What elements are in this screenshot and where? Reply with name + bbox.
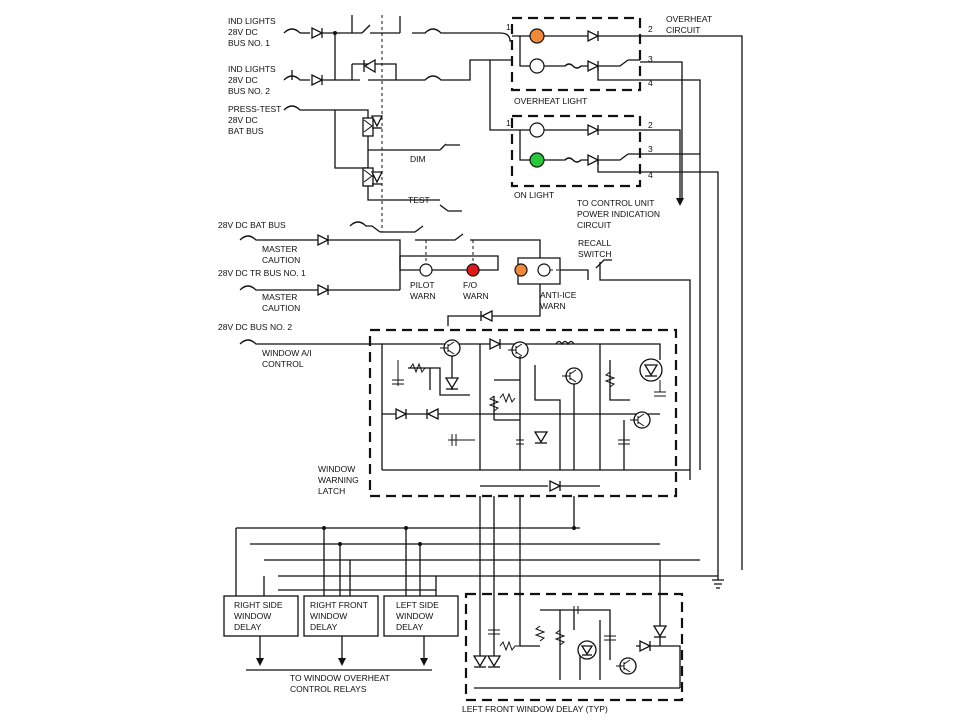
svg-text:SWITCH: SWITCH xyxy=(578,249,612,259)
on-lamp-white-icon xyxy=(529,122,545,138)
svg-text:CIRCUIT: CIRCUIT xyxy=(577,220,611,230)
svg-text:WINDOW: WINDOW xyxy=(310,611,347,621)
to-window-overheat-label: TO WINDOW OVERHEAT CONTROL RELAYS xyxy=(290,673,390,694)
svg-text:WARN: WARN xyxy=(410,291,436,301)
svg-text:4: 4 xyxy=(648,170,653,180)
svg-text:28V DC: 28V DC xyxy=(228,115,258,125)
press-test-label: PRESS-TEST 28V DC BAT BUS xyxy=(228,104,281,136)
bus1-feed xyxy=(283,15,512,80)
overheat-lamp-orange-icon xyxy=(529,28,545,44)
svg-text:PRESS-TEST: PRESS-TEST xyxy=(228,104,281,114)
svg-text:MASTER: MASTER xyxy=(262,292,297,302)
svg-text:TO WINDOW OVERHEAT: TO WINDOW OVERHEAT xyxy=(290,673,390,683)
svg-text:4: 4 xyxy=(648,78,653,88)
bus-no2-label: 28V DC BUS NO. 2 xyxy=(218,322,292,332)
svg-text:DELAY: DELAY xyxy=(310,622,338,632)
svg-text:BUS NO. 2: BUS NO. 2 xyxy=(228,86,270,96)
svg-text:2: 2 xyxy=(648,120,653,130)
control-unit-label: TO CONTROL UNIT POWER INDICATION CIRCUIT xyxy=(577,198,660,230)
svg-text:TO CONTROL UNIT: TO CONTROL UNIT xyxy=(577,198,654,208)
svg-text:CAUTION: CAUTION xyxy=(262,303,300,313)
tr-bus-label: 28V DC TR BUS NO. 1 xyxy=(218,268,306,278)
svg-text:IND LIGHTS: IND LIGHTS xyxy=(228,16,276,26)
svg-text:RECALL: RECALL xyxy=(578,238,611,248)
anti-ice-lamp-white-icon xyxy=(537,263,551,277)
svg-text:WARN: WARN xyxy=(463,291,489,301)
svg-text:CAUTION: CAUTION xyxy=(262,255,300,265)
svg-text:BUS NO. 1: BUS NO. 1 xyxy=(228,38,270,48)
overheat-lamp-white-icon xyxy=(529,58,545,74)
svg-text:OVERHEAT: OVERHEAT xyxy=(666,14,712,24)
svg-text:WARN: WARN xyxy=(540,301,566,311)
svg-text:ANTI-ICE: ANTI-ICE xyxy=(540,290,577,300)
svg-text:3: 3 xyxy=(648,54,653,64)
left-front-window-delay-box: LEFT FRONT WINDOW DELAY (TYP) xyxy=(462,592,684,714)
ground-icon xyxy=(712,579,724,589)
svg-text:LEFT SIDE: LEFT SIDE xyxy=(396,600,439,610)
left-front-delay-circuit xyxy=(472,590,681,689)
svg-text:2: 2 xyxy=(648,24,653,34)
dim-label: DIM xyxy=(410,154,426,164)
left-side-window-delay: LEFT SIDE WINDOW DELAY xyxy=(383,595,459,666)
svg-text:LATCH: LATCH xyxy=(318,486,345,496)
svg-text:3: 3 xyxy=(648,144,653,154)
svg-text:IND LIGHTS: IND LIGHTS xyxy=(228,64,276,74)
overheat-circuit-label: OVERHEAT CIRCUIT xyxy=(666,14,712,35)
bus2-feed xyxy=(283,58,512,87)
svg-text:28V DC: 28V DC xyxy=(228,75,258,85)
ind-lights-bus1-label: IND LIGHTS 28V DC BUS NO. 1 xyxy=(228,16,276,48)
on-light-box: ON LIGHT 1 2 3 4 xyxy=(489,60,653,200)
ind-lights-bus2-label: IND LIGHTS 28V DC BUS NO. 2 xyxy=(228,64,276,96)
svg-text:WINDOW: WINDOW xyxy=(318,464,355,474)
svg-text:1: 1 xyxy=(506,22,511,32)
svg-text:RIGHT SIDE: RIGHT SIDE xyxy=(234,600,283,610)
svg-text:1: 1 xyxy=(506,118,511,128)
svg-text:RIGHT FRONT: RIGHT FRONT xyxy=(310,600,368,610)
latch-circuit xyxy=(382,337,690,493)
svg-text:28V DC TR BUS NO. 1: 28V DC TR BUS NO. 1 xyxy=(218,268,306,278)
overheat-light-box: OVERHEAT LIGHT 1 2 3 4 xyxy=(506,16,653,106)
svg-text:CONTROL: CONTROL xyxy=(262,359,304,369)
test-label: TEST xyxy=(408,195,430,205)
bat-bus-label: 28V DC BAT BUS xyxy=(218,220,286,230)
svg-text:POWER INDICATION: POWER INDICATION xyxy=(577,209,660,219)
svg-text:CONTROL RELAYS: CONTROL RELAYS xyxy=(290,684,367,694)
press-test-feed: DIM TEST xyxy=(283,15,462,232)
master-caution-2: MASTER CAUTION xyxy=(239,283,400,313)
svg-text:WARNING: WARNING xyxy=(318,475,359,485)
svg-text:DELAY: DELAY xyxy=(234,622,262,632)
svg-text:BAT BUS: BAT BUS xyxy=(228,126,264,136)
fo-warn-lamp-icon xyxy=(466,263,480,277)
svg-text:WINDOW A/I: WINDOW A/I xyxy=(262,348,312,358)
svg-text:28V DC BAT BUS: 28V DC BAT BUS xyxy=(218,220,286,230)
window-warning-latch-box: WINDOW WARNING LATCH xyxy=(318,328,678,498)
right-front-window-delay: RIGHT FRONT WINDOW DELAY xyxy=(303,595,379,666)
svg-text:LEFT FRONT WINDOW DELAY (TYP): LEFT FRONT WINDOW DELAY (TYP) xyxy=(462,704,608,714)
pilot-warn-lamp-icon xyxy=(419,263,433,277)
master-caution-1: MASTER CAUTION xyxy=(239,233,401,290)
on-lamp-green-icon xyxy=(529,152,545,168)
anti-ice-lamp-orange-icon xyxy=(514,263,528,277)
svg-text:DELAY: DELAY xyxy=(396,622,424,632)
svg-text:WINDOW: WINDOW xyxy=(234,611,271,621)
right-side-window-delay: RIGHT SIDE WINDOW DELAY xyxy=(223,595,299,666)
svg-text:WINDOW: WINDOW xyxy=(396,611,433,621)
overheat-light-label: OVERHEAT LIGHT xyxy=(514,96,587,106)
warn-lights: PILOT WARN F/O WARN ANTI-ICE WARN xyxy=(399,240,612,326)
recall-switch: RECALL SWITCH xyxy=(578,238,691,480)
svg-text:28V DC BUS NO. 2: 28V DC BUS NO. 2 xyxy=(218,322,292,332)
svg-text:MASTER: MASTER xyxy=(262,244,297,254)
svg-text:F/O: F/O xyxy=(463,280,478,290)
svg-text:PILOT: PILOT xyxy=(410,280,435,290)
svg-text:CIRCUIT: CIRCUIT xyxy=(666,25,700,35)
delay-bus-lines xyxy=(235,496,718,620)
window-ai-control: WINDOW A/I CONTROL xyxy=(239,339,383,470)
on-light-label: ON LIGHT xyxy=(514,190,554,200)
svg-text:28V DC: 28V DC xyxy=(228,27,258,37)
